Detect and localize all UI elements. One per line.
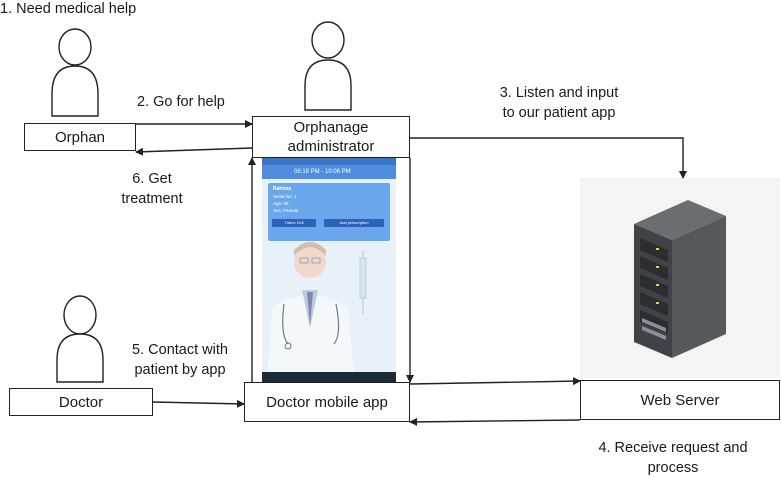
step4-line2: process <box>647 460 699 476</box>
step6-line2: treatment <box>121 191 183 207</box>
patient-card-line3: Sex: Female <box>273 208 299 213</box>
step5-line2: patient by app <box>134 362 226 378</box>
step3-line2: to our patient app <box>502 105 616 121</box>
doctor-app-phone-screenshot: 06:18 PM - 10:06 PM Rahima Serial No: 1 … <box>262 158 396 382</box>
doctor-illustration <box>268 242 367 372</box>
doctor-label: Doctor <box>58 393 104 411</box>
patient-card: Rahima Serial No: 1 Age: 08 Sex: Female <box>268 183 390 241</box>
administrator-line1: Orphanage <box>293 119 369 136</box>
doctor-box: Doctor <box>9 388 153 416</box>
orphan-person-icon <box>51 28 99 117</box>
administrator-line2: administrator <box>287 138 375 155</box>
server-rack-icon <box>634 200 726 358</box>
patient-card-title: Rahima <box>273 186 292 192</box>
phone-app-bar: 06:18 PM - 10:06 PM <box>262 165 396 179</box>
doctor-app-label: Doctor mobile app <box>266 393 388 411</box>
doctor-person-icon <box>56 295 104 383</box>
phone-status-bar <box>262 158 396 165</box>
administrator-box: Orphanage administrator <box>252 116 410 158</box>
orphan-label: Orphan <box>54 128 106 146</box>
step1-label: 1. Need medical help <box>0 1 137 17</box>
phone-time: 06:18 PM - 10:06 PM <box>294 169 351 175</box>
web-server-label: Web Server <box>640 391 720 409</box>
step2-label: 2. Go for help <box>137 94 225 110</box>
patient-card-line1: Serial No: 1 <box>273 194 297 199</box>
phone-button-left: Tribes Cell <box>272 219 316 227</box>
step6-label: 6. Get treatment <box>108 169 196 209</box>
phone-button-right: Add prescription <box>324 219 384 227</box>
step4-label: 4. Receive request and process <box>584 438 762 478</box>
doctor-app-box: Doctor mobile app <box>244 382 410 422</box>
administrator-person-icon <box>304 21 352 111</box>
web-server-box: Web Server <box>580 380 780 420</box>
step5-line1: 5. Contact with <box>132 342 228 358</box>
step5-label: 5. Contact with patient by app <box>118 340 242 380</box>
orphan-box: Orphan <box>24 123 136 151</box>
step4-line1: 4. Receive request and <box>598 440 748 456</box>
step3-label: 3. Listen and input to our patient app <box>486 83 632 123</box>
step3-line1: 3. Listen and input <box>499 85 619 101</box>
patient-card-line2: Age: 08 <box>273 201 289 206</box>
step6-line1: 6. Get <box>132 171 172 187</box>
phone-nav-bar <box>262 372 396 382</box>
